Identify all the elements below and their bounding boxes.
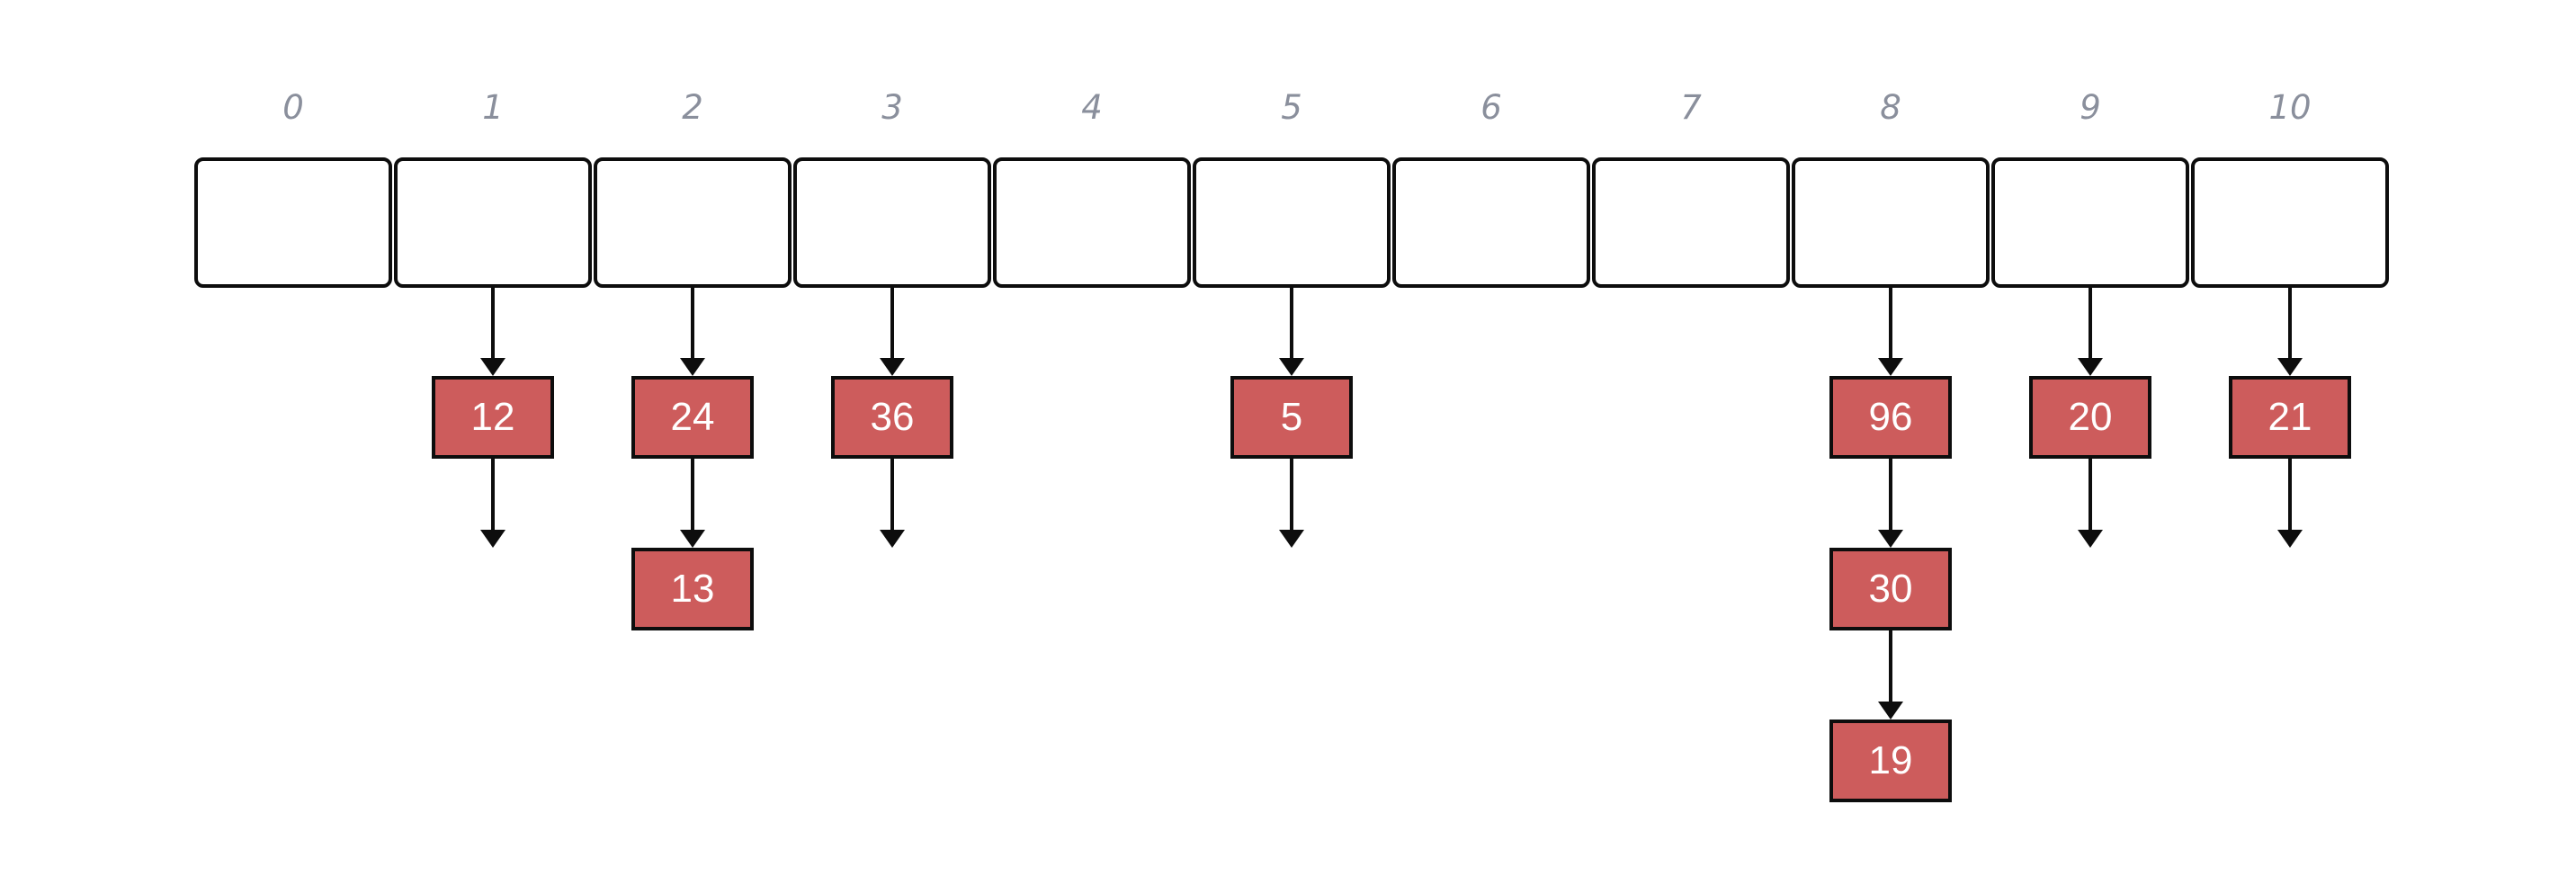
bucket-index-label-8: 8 — [1880, 88, 1901, 127]
bucket-index-label-3: 3 — [881, 88, 903, 127]
chain-node: 19 — [1829, 720, 1952, 802]
bucket-index-label-6: 6 — [1480, 88, 1502, 127]
bucket-index-label-7: 7 — [1680, 88, 1702, 127]
null-pointer-arrow-icon — [2078, 459, 2103, 548]
pointer-arrow-icon — [1279, 287, 1304, 376]
chain-bucket-5: 5 — [1230, 287, 1353, 548]
pointer-arrow-icon — [680, 287, 705, 376]
bucket-slot-1 — [394, 157, 592, 288]
chain-node: 36 — [831, 376, 953, 459]
chain-bucket-1: 12 — [432, 287, 554, 548]
null-pointer-arrow-icon — [480, 459, 505, 548]
chain-node: 30 — [1829, 548, 1952, 630]
bucket-slot-0 — [194, 157, 392, 288]
bucket-slot-7 — [1592, 157, 1790, 288]
bucket-slot-3 — [793, 157, 991, 288]
chain-node: 24 — [631, 376, 754, 459]
pointer-arrow-icon — [1878, 630, 1903, 720]
pointer-arrow-icon — [680, 459, 705, 548]
pointer-arrow-icon — [2277, 287, 2303, 376]
bucket-index-label-2: 2 — [682, 88, 703, 127]
bucket-index-label-5: 5 — [1281, 88, 1302, 127]
node-value: 96 — [1868, 395, 1913, 439]
node-value: 5 — [1280, 395, 1303, 439]
chain-bucket-10: 21 — [2229, 287, 2351, 548]
chain-node: 5 — [1230, 376, 1353, 459]
bucket-index-label-1: 1 — [482, 88, 504, 127]
chain-node: 12 — [432, 376, 554, 459]
null-pointer-arrow-icon — [880, 459, 905, 548]
null-pointer-arrow-icon — [1279, 459, 1304, 548]
bucket-index-label-9: 9 — [2080, 88, 2101, 127]
bucket-slot-6 — [1392, 157, 1590, 288]
chain-node: 21 — [2229, 376, 2351, 459]
pointer-arrow-icon — [1878, 459, 1903, 548]
bucket-slot-9 — [1991, 157, 2189, 288]
node-value: 20 — [2068, 395, 2113, 439]
node-value: 30 — [1868, 567, 1913, 611]
node-value: 13 — [670, 567, 715, 611]
chain-node: 20 — [2029, 376, 2151, 459]
node-value: 19 — [1868, 738, 1913, 782]
pointer-arrow-icon — [1878, 287, 1903, 376]
bucket-index-label-10: 10 — [2268, 88, 2312, 127]
bucket-slot-2 — [594, 157, 792, 288]
bucket-slot-8 — [1792, 157, 1990, 288]
bucket-slot-4 — [993, 157, 1191, 288]
bucket-row — [194, 157, 2389, 288]
chain-bucket-2: 24 13 — [631, 287, 754, 630]
chain-bucket-9: 20 — [2029, 287, 2151, 548]
bucket-slot-10 — [2191, 157, 2389, 288]
bucket-slot-5 — [1193, 157, 1391, 288]
pointer-arrow-icon — [2078, 287, 2103, 376]
bucket-index-label-0: 0 — [282, 88, 304, 127]
chain-bucket-3: 36 — [831, 287, 953, 548]
chain-node: 13 — [631, 548, 754, 630]
pointer-arrow-icon — [480, 287, 505, 376]
node-value: 24 — [670, 395, 715, 439]
node-value: 12 — [470, 395, 515, 439]
chain-bucket-8: 96 30 19 — [1829, 287, 1952, 802]
null-pointer-arrow-icon — [2277, 459, 2303, 548]
chain-node: 96 — [1829, 376, 1952, 459]
node-value: 36 — [870, 395, 915, 439]
bucket-index-label-4: 4 — [1081, 88, 1103, 127]
pointer-arrow-icon — [880, 287, 905, 376]
node-value: 21 — [2267, 395, 2312, 439]
